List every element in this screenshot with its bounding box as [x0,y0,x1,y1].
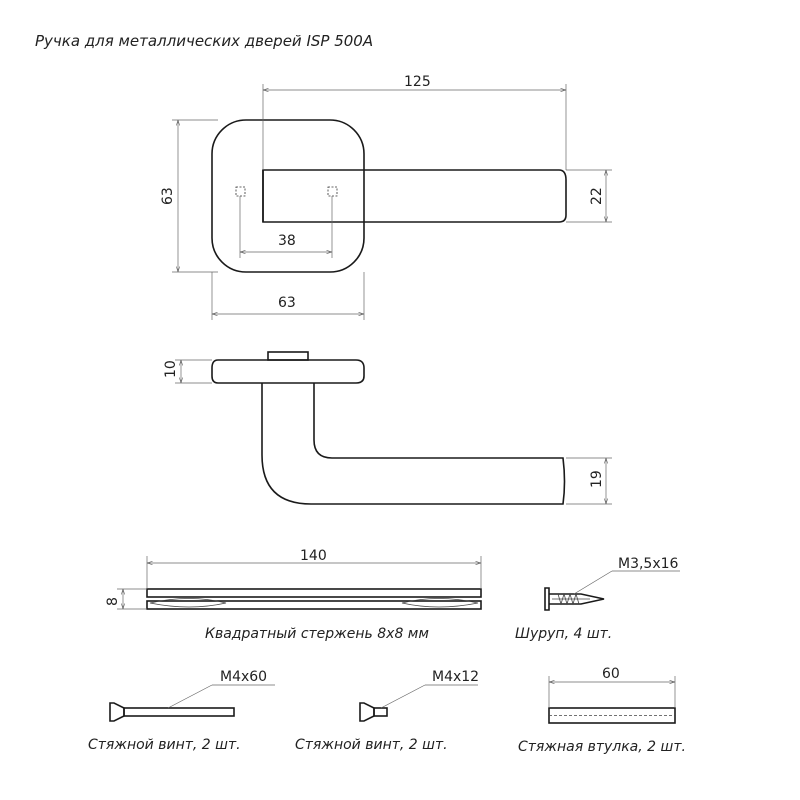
wood-screw-part: M3,5x16 Шуруп, 4 шт. [515,556,680,642]
sleeve-part: 60 Стяжная втулка, 2 шт. [518,666,686,755]
sleeve-label: Стяжная втулка, 2 шт. [518,739,686,755]
dim-lever-end: 19 [589,470,605,488]
dim-lever-thickness: 22 [589,187,605,205]
spindle-label: Квадратный стержень 8х8 мм [205,626,429,642]
short-bolt-part: M4x12 Стяжной винт, 2 шт. [295,669,479,753]
long-bolt-label: Стяжной винт, 2 шт. [88,737,241,753]
dim-rosette-height: 63 [160,187,176,205]
front-view: 125 63 22 38 63 [160,74,612,320]
lever-side [261,383,566,505]
rosette-side [211,359,365,384]
lever-front [262,169,567,223]
screw-hole-left [235,186,246,197]
dim-spindle-size: 8 [105,597,121,606]
spindle-stub [267,351,309,361]
dim-spindle-length: 140 [300,548,327,564]
dim-handle-length: 125 [404,74,431,90]
spindle-part: 140 8 Квадратный стержень 8х8 мм [105,548,482,642]
long-bolt-spec: M4x60 [220,669,267,685]
rosette-front [211,119,365,273]
wood-screw-label: Шуруп, 4 шт. [515,626,612,642]
dim-screw-spacing: 38 [278,233,296,249]
dim-rosette-depth: 10 [163,360,179,378]
short-bolt-label: Стяжной винт, 2 шт. [295,737,448,753]
wood-screw-spec: M3,5x16 [618,556,679,572]
side-view: 10 19 [163,351,612,505]
short-bolt-spec: M4x12 [432,669,479,685]
dim-rosette-width: 63 [278,295,296,311]
screw-hole-right [327,186,338,197]
long-bolt-part: M4x60 Стяжной винт, 2 шт. [88,669,275,753]
dim-sleeve-length: 60 [602,666,620,682]
drawing-title: Ручка для металлических дверей ISP 500A [35,32,373,50]
